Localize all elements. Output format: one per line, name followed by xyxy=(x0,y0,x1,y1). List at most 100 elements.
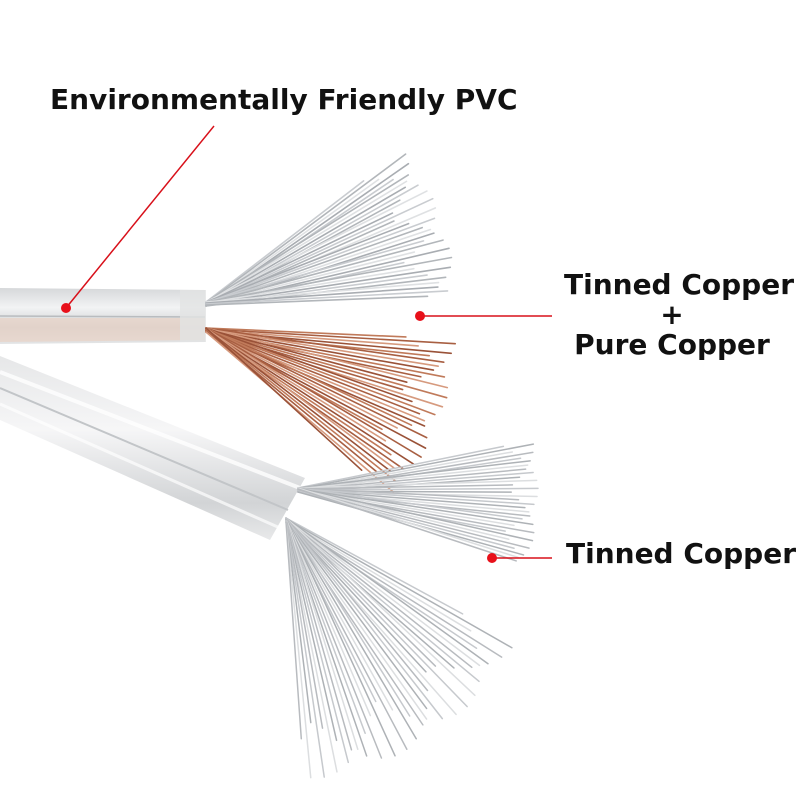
wire-strand xyxy=(285,520,428,720)
tinned-copper-strands-lower-b xyxy=(285,517,513,779)
wire-strand xyxy=(205,327,363,471)
wire-strand xyxy=(205,328,439,367)
wire-strand xyxy=(285,520,408,750)
wire-strand xyxy=(297,487,523,520)
lower-cable xyxy=(0,356,539,779)
wire-strand xyxy=(205,180,408,304)
wire-strand xyxy=(285,518,444,720)
wire-strand xyxy=(297,488,535,506)
wire-strand xyxy=(285,519,394,711)
wire-strand xyxy=(205,327,407,338)
wire-strand xyxy=(285,518,481,667)
wire-strand xyxy=(205,180,365,303)
tinned-copper-strands-lower-a xyxy=(297,443,539,562)
pvc-marker-icon xyxy=(61,303,71,313)
upper-cable xyxy=(0,153,457,493)
wire-strand xyxy=(205,327,445,364)
wire-strand xyxy=(285,517,411,717)
wire-strand xyxy=(297,484,514,490)
wire-strand xyxy=(297,487,534,542)
pvc-label: Environmentally Friendly PVC xyxy=(50,83,518,116)
tinned-plus-pure-label: Tinned Copper + Pure Copper xyxy=(564,268,795,361)
wire-strand xyxy=(285,519,473,669)
wire-strand xyxy=(205,256,453,303)
wire-strand xyxy=(205,212,394,304)
wire-strand xyxy=(285,521,303,740)
wire-strand xyxy=(205,290,449,305)
plus-sign: + xyxy=(660,298,684,331)
upper-cable-copper-core xyxy=(0,318,205,342)
wire-strand xyxy=(205,239,444,304)
wire-strand xyxy=(285,517,429,692)
wire-strand xyxy=(297,487,519,559)
wire-strand xyxy=(205,328,387,442)
wire-strand xyxy=(297,445,505,489)
wire-strand xyxy=(205,327,413,403)
wire-strand xyxy=(205,286,439,304)
wire-strand xyxy=(285,517,489,665)
wire-strand xyxy=(205,281,440,303)
wire-strand xyxy=(285,518,417,740)
copper-marker-icon xyxy=(415,311,425,321)
wire-strand xyxy=(205,327,396,469)
lower-cable-divider xyxy=(0,387,289,511)
wire-strand xyxy=(205,222,410,303)
wire-strand xyxy=(285,520,366,735)
tinned-copper-label: Tinned Copper xyxy=(566,537,797,570)
lower-cable-jacket xyxy=(0,356,305,540)
wire-strand xyxy=(205,330,452,355)
wire-strand xyxy=(285,519,383,759)
pure-copper-strands xyxy=(205,327,457,493)
wire-strand xyxy=(285,518,353,751)
wire-strand xyxy=(285,520,338,742)
wire-strand xyxy=(297,488,534,526)
wire-strand xyxy=(297,460,531,489)
wire-strand xyxy=(205,328,436,416)
wire-strand xyxy=(285,518,372,717)
wire-strand xyxy=(285,518,325,778)
wire-strand xyxy=(285,517,396,757)
wire-strand xyxy=(297,443,535,490)
wire-strand xyxy=(297,464,529,490)
callouts xyxy=(61,125,552,563)
wire-strand xyxy=(297,488,518,562)
wire-strand xyxy=(205,331,394,493)
tinned-copper-label-top: Tinned Copper xyxy=(564,268,795,301)
wire-strand xyxy=(285,520,312,779)
wire-strand xyxy=(205,329,448,399)
wire-strand xyxy=(285,518,513,649)
wire-strand xyxy=(205,267,415,304)
wire-strand xyxy=(205,153,407,304)
tinned-copper-strands-upper xyxy=(205,153,453,307)
wire-strand xyxy=(205,190,428,303)
wire-strand xyxy=(205,329,396,482)
wire-strand xyxy=(285,517,464,615)
wire-strand xyxy=(205,330,446,378)
wire-strand xyxy=(285,517,324,729)
wire-strand xyxy=(297,487,520,501)
wire-strand xyxy=(205,328,408,383)
upper-cable-divider xyxy=(0,315,206,318)
wire-strand xyxy=(205,328,457,345)
wire-strand xyxy=(297,479,538,489)
wire-strand xyxy=(285,519,428,710)
wire-strand xyxy=(205,197,434,305)
wire-strand xyxy=(285,519,472,632)
wire-strand xyxy=(205,327,413,426)
upper-cable-end xyxy=(180,290,206,342)
wire-strand xyxy=(205,240,425,303)
wire-strand xyxy=(205,328,428,439)
wire-strand xyxy=(285,519,312,724)
wire-strand xyxy=(205,327,422,458)
wire-strand xyxy=(205,217,436,304)
wire-strand xyxy=(285,518,437,667)
wire-strand xyxy=(285,517,359,750)
wire-strand xyxy=(205,174,410,303)
wire-strand xyxy=(205,327,449,389)
wire-strand xyxy=(205,329,415,465)
pure-copper-label: Pure Copper xyxy=(574,328,770,361)
wire-strand xyxy=(297,488,510,541)
wire-strand xyxy=(205,328,392,473)
